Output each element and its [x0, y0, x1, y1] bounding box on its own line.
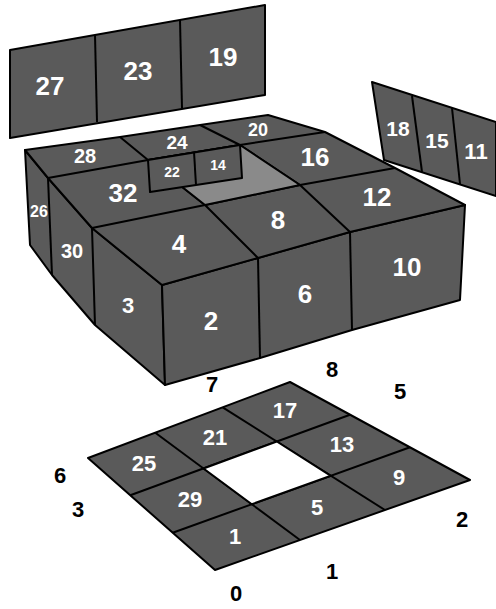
callout-number: 18: [386, 118, 409, 139]
callout-number: 20: [248, 121, 268, 139]
callout-number: 15: [425, 130, 448, 151]
callout-number: 5: [311, 497, 323, 519]
top-face: [25, 115, 465, 285]
callout-number: 1: [326, 561, 338, 583]
callout-number: 25: [132, 453, 156, 475]
callout-number: 8: [326, 359, 338, 381]
callout-number: 2: [456, 509, 468, 531]
callout-number: 32: [109, 180, 138, 206]
callout-number: 8: [271, 207, 285, 233]
callout-number: 12: [363, 184, 392, 210]
callout-number: 17: [273, 400, 297, 422]
callout-number: 6: [54, 465, 66, 487]
plate-hole: [204, 442, 331, 505]
callout-number: 23: [124, 58, 153, 84]
callout-number: 6: [298, 281, 312, 307]
callout-number: 10: [393, 254, 422, 280]
callout-number: 3: [122, 295, 134, 317]
callout-number: 21: [203, 427, 227, 449]
callout-number: 16: [301, 144, 330, 170]
callout-number: 2: [204, 308, 218, 334]
callout-number: 14: [210, 158, 226, 172]
callout-number: 28: [74, 146, 96, 166]
callout-number: 30: [61, 241, 83, 261]
top-panel: [10, 5, 265, 138]
callout-number: 24: [166, 133, 187, 152]
callout-number: 11: [464, 141, 487, 163]
callout-number: 5: [394, 381, 406, 403]
callout-number: 9: [393, 467, 405, 489]
callout-number: 13: [330, 434, 354, 456]
callout-number: 1: [229, 526, 241, 548]
callout-number: 3: [72, 499, 84, 521]
callout-number: 0: [230, 583, 242, 605]
callout-number: 27: [36, 73, 65, 99]
callout-number: 26: [30, 204, 48, 220]
bottom-plate: [88, 382, 470, 570]
callout-number: 22: [164, 165, 180, 179]
callout-number: 4: [172, 231, 186, 257]
callout-number: 29: [178, 489, 202, 511]
callout-number: 7: [206, 374, 218, 396]
callout-number: 19: [209, 44, 238, 70]
